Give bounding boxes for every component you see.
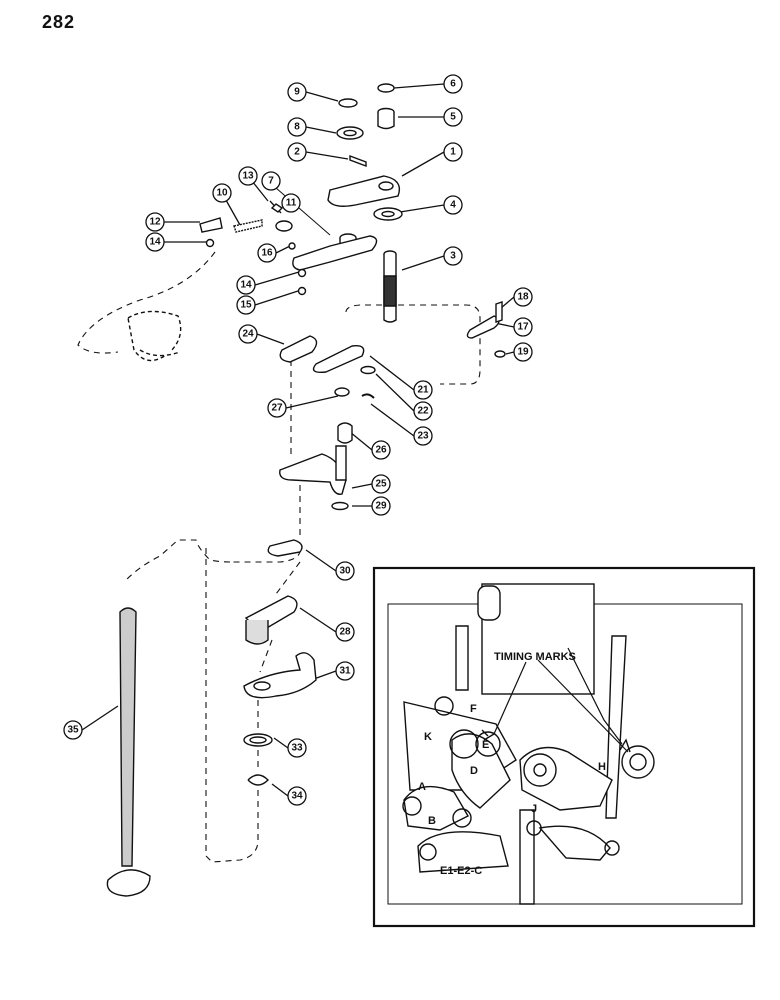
callout-17: 17: [517, 322, 529, 333]
timing-marks-label: TIMING MARKS: [494, 651, 576, 663]
callout-1: 1: [450, 147, 456, 158]
callout-4: 4: [450, 200, 456, 211]
inset-letter-j: J: [531, 803, 537, 815]
callout-16: 16: [261, 248, 273, 259]
callout-26: 26: [375, 445, 387, 456]
inset-letter-k: K: [424, 731, 432, 743]
callout-8: 8: [294, 122, 300, 133]
inset-letter-f: F: [470, 703, 477, 715]
inset-letter-h: H: [598, 761, 606, 773]
timing-inset: [372, 566, 756, 928]
callout-24: 24: [242, 329, 254, 340]
callout-13: 13: [242, 171, 254, 182]
callout-31: 31: [339, 666, 351, 677]
callout-28: 28: [339, 627, 351, 638]
callout-12: 12: [149, 217, 161, 228]
callout-22: 22: [417, 406, 429, 417]
callout-23: 23: [417, 431, 429, 442]
callout-15: 15: [240, 300, 252, 311]
page-number: 282: [42, 12, 76, 32]
callout-14: 14: [149, 237, 161, 248]
callout-21: 21: [417, 385, 429, 396]
inset-letter-b: B: [428, 815, 436, 827]
callout-9: 9: [294, 87, 300, 98]
callout-6: 6: [450, 79, 456, 90]
callout-19: 19: [517, 347, 529, 358]
callout-11: 11: [286, 198, 297, 209]
callout-30: 30: [339, 566, 351, 577]
callout-27: 27: [271, 403, 283, 414]
callout-35: 35: [67, 725, 79, 736]
callout-7: 7: [268, 176, 274, 187]
callout-10: 10: [216, 188, 228, 199]
callout-18: 18: [517, 292, 529, 303]
callout-33: 33: [291, 743, 303, 754]
callout-34: 34: [291, 791, 303, 802]
inset-letter-a: A: [418, 781, 426, 793]
callout-3: 3: [450, 251, 456, 262]
callout-2: 2: [294, 147, 300, 158]
callout-29: 29: [375, 501, 387, 512]
callout-25: 25: [375, 479, 387, 490]
callout-14b: 14: [240, 280, 252, 291]
inset-letter-d: D: [470, 765, 478, 777]
callout-5: 5: [450, 112, 456, 123]
inset-combo-label: E1-E2-C: [440, 865, 482, 877]
inset-letter-e: E: [482, 739, 489, 751]
